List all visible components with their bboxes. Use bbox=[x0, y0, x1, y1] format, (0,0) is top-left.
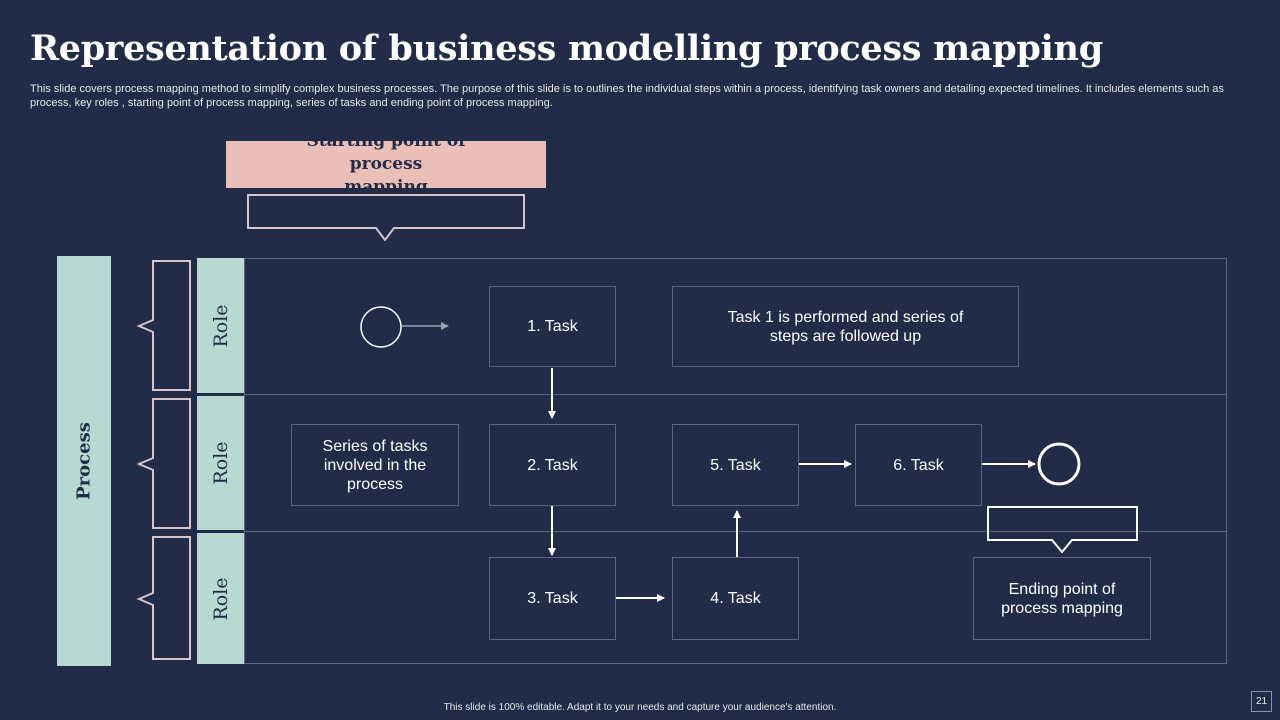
role-lane-1: Role bbox=[197, 258, 244, 393]
task-2-box: 2. Task bbox=[489, 424, 616, 506]
task-2-label: 2. Task bbox=[527, 456, 578, 474]
slide-footer: This slide is 100% editable. Adapt it to… bbox=[443, 702, 837, 713]
series-note-box: Series of tasks involved in the process bbox=[291, 424, 459, 506]
role-lane-3: Role bbox=[197, 533, 244, 664]
starting-point-label: Starting point of process mapping bbox=[226, 131, 546, 197]
slide-title: Representation of business modelling pro… bbox=[30, 28, 1103, 69]
start-callout bbox=[247, 194, 525, 242]
task-3-box: 3. Task bbox=[489, 557, 616, 640]
task-1-note-box: Task 1 is performed and series of steps … bbox=[672, 286, 1019, 367]
task-5-box: 5. Task bbox=[672, 424, 799, 506]
task-6-label: 6. Task bbox=[893, 456, 944, 474]
task-1-box: 1. Task bbox=[489, 286, 616, 367]
role-bracket-3 bbox=[136, 536, 191, 660]
swimlane-grid bbox=[244, 258, 1227, 664]
slide-description: This slide covers process mapping method… bbox=[30, 83, 1224, 109]
series-note-text: Series of tasks involved in the process bbox=[322, 437, 428, 493]
task-4-label: 4. Task bbox=[710, 590, 761, 607]
task-6-box: 6. Task bbox=[855, 424, 982, 506]
task-1-label: 1. Task bbox=[527, 318, 578, 335]
end-callout bbox=[987, 506, 1138, 554]
role-lane-2: Role bbox=[197, 396, 244, 530]
task-4-box: 4. Task bbox=[672, 557, 799, 640]
task-1-note-text: Task 1 is performed and series of steps … bbox=[727, 308, 964, 345]
lane-divider-1 bbox=[244, 394, 1227, 395]
starting-point-text: Starting point of process mapping bbox=[306, 131, 466, 197]
task-5-label: 5. Task bbox=[710, 456, 761, 474]
task-3-label: 3. Task bbox=[527, 590, 578, 607]
end-circle bbox=[1037, 442, 1081, 486]
page-number: 21 bbox=[1251, 691, 1272, 712]
role-bracket-2 bbox=[136, 398, 191, 529]
role-bracket-1 bbox=[136, 260, 191, 391]
process-bar bbox=[57, 256, 111, 666]
start-circle bbox=[360, 306, 402, 348]
lane-divider-2 bbox=[244, 531, 1227, 532]
ending-point-text: Ending point of process mapping bbox=[1001, 580, 1123, 617]
ending-point-box: Ending point of process mapping bbox=[973, 557, 1151, 640]
